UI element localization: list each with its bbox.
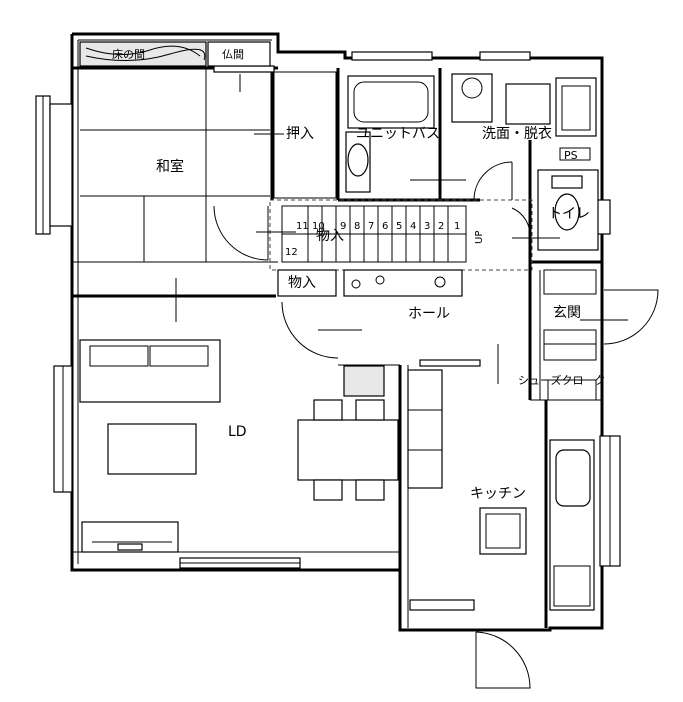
tokonoma-area — [79, 41, 271, 67]
oshiire-closet — [254, 71, 337, 199]
windows — [35, 51, 621, 611]
stair-step-label: 3 — [424, 221, 430, 232]
room-label-oshiire: 押入 — [286, 126, 314, 142]
room-label-monoire: 物入 — [288, 275, 316, 291]
stair-step-label: 11 — [296, 221, 309, 232]
dining-set — [297, 365, 399, 501]
toilet-fixture — [537, 169, 599, 251]
room-label-monoire-stair: 物入 — [316, 228, 344, 244]
room-label-unit-bath: ユニットバス — [356, 126, 440, 142]
room-label-washitsu: 和室 — [156, 158, 184, 175]
living-furniture — [79, 339, 221, 553]
room-label-butsuma: 仏間 — [222, 48, 244, 61]
room-label-genkan: 玄関 — [553, 304, 581, 321]
tatami-mats — [80, 68, 270, 262]
room-label-hall: ホール — [408, 306, 450, 322]
room-labels: 床の間 仏間 和室 押入 ユニットバス 洗面・脱衣 PS トイレ 物入 物入 ホ… — [112, 47, 605, 502]
room-label-kitchen: キッチン — [470, 486, 526, 502]
kitchen-fixtures — [407, 369, 595, 611]
bath-fixtures — [345, 73, 597, 193]
doors — [213, 161, 659, 689]
room-label-toilet: トイレ — [548, 206, 590, 222]
genkan-area — [543, 269, 597, 401]
circulation-arrows — [175, 74, 628, 384]
stair-step-label: 10 — [312, 221, 325, 232]
stair-step-label: 4 — [410, 221, 416, 232]
stair-step-label: 9 — [340, 221, 346, 232]
room-label-shoes: シューズクローク — [518, 373, 605, 387]
stair-step-label: 1 — [454, 221, 460, 232]
room-label-toko: 床の間 — [112, 47, 145, 61]
stair-step-numbers: 12 11 10 9 8 7 6 5 4 3 2 1 UP — [285, 221, 485, 258]
stair-step-label: 8 — [354, 221, 360, 232]
stair-step-label: 7 — [368, 221, 374, 232]
stair-step-label: 12 — [285, 247, 298, 258]
room-label-ld: LD — [228, 424, 247, 440]
stair-step-label: 2 — [438, 221, 444, 232]
room-label-ps: PS — [564, 149, 578, 162]
staircase — [269, 199, 533, 271]
room-label-senmen: 洗面・脱衣 — [482, 126, 552, 142]
hall-shelf — [277, 269, 463, 297]
stair-up-label: UP — [474, 231, 485, 244]
stair-step-label: 5 — [396, 221, 402, 232]
stair-step-label: 6 — [382, 221, 388, 232]
